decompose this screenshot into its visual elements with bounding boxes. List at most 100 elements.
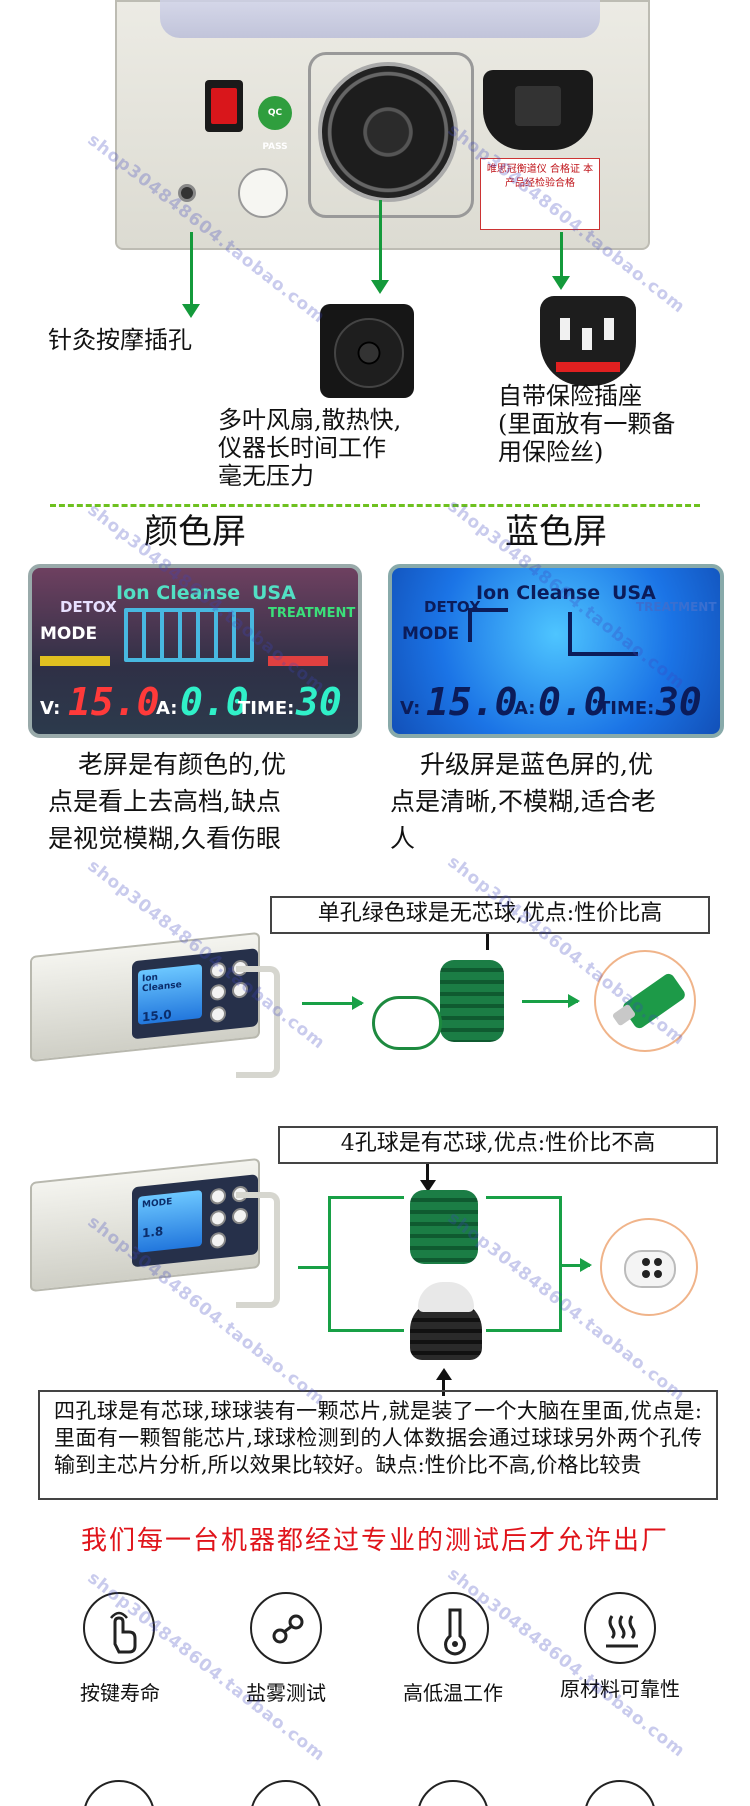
description-line: 人 (390, 824, 416, 853)
pointer-line (442, 1378, 445, 1396)
machine-button (210, 1005, 226, 1024)
lcd-time-label: TIME: (238, 698, 295, 719)
lcd-mode-label: MODE (40, 624, 98, 644)
green-single-hole-array-photo (440, 960, 504, 1042)
lcd-time-value: 30 (656, 680, 702, 724)
fan-caption: 多叶风扇,散热快, 仪器长时间工作 毫无压力 (218, 406, 401, 490)
four-pin-connector-photo (600, 1218, 698, 1316)
arrow-down-icon (420, 1180, 436, 1192)
lcd-bar-icon (40, 656, 110, 666)
machine-handle (236, 1192, 280, 1308)
arrow-down-icon (371, 280, 389, 294)
power-switch-icon (205, 80, 243, 132)
heat-waves-icon (584, 1592, 656, 1664)
lcd-a-value: 0.0 (538, 680, 607, 724)
description-line: 是视觉模糊,久看伤眼 (48, 824, 281, 853)
green-four-hole-array-photo (410, 1190, 478, 1264)
lcd-waveform-icon (568, 612, 638, 656)
ion-detox-machine-photo: Ion Cleanse 15.0 (30, 931, 260, 1063)
lcd-brand: Ion Cleanse (116, 582, 241, 604)
bracket-left (328, 1196, 404, 1332)
blue-screen-description: 升级屏是蓝色屏的,优 点是清晰,不模糊,适合老 人 (390, 746, 735, 857)
fuse-caption-line: 自带保险插座 (498, 382, 642, 410)
connector-line (298, 1266, 328, 1269)
lcd-time-label: TIME: (598, 698, 655, 719)
blue-lcd-screen: DETOX Ion Cleanse USA MODE TREATMENT V: … (388, 564, 724, 738)
lcd-v-label: V: (40, 698, 61, 719)
machine-lcd: Ion Cleanse 15.0 (138, 964, 202, 1025)
machine-lcd-brand: Ion Cleanse (142, 972, 182, 995)
feature-label: 按键寿命 (80, 1681, 160, 1705)
arrow-line-jack (190, 232, 193, 306)
single-pin-connector-photo (594, 950, 696, 1052)
blue-screen-title: 蓝色屏 (505, 512, 607, 552)
next-feature-icon (83, 1780, 155, 1806)
arrow-right-icon (562, 1258, 592, 1272)
feature-label: 盐雾测试 (246, 1681, 326, 1705)
lcd-v-label: V: (400, 698, 421, 719)
lcd-region: USA (252, 582, 296, 604)
inspection-seal-icon (238, 168, 288, 218)
arrow-down-icon (182, 304, 200, 318)
description-line: 升级屏是蓝色屏的,优 (420, 750, 653, 779)
fan-caption-line: 毫无压力 (218, 462, 314, 490)
acupuncture-jack-caption: 针灸按摩插孔 (48, 326, 192, 354)
color-lcd-screen: DETOX Ion Cleanse USA MODE TREATMENT V: … (28, 564, 362, 738)
pointer-line (426, 1164, 429, 1186)
arrow-line-fan (379, 200, 382, 282)
fan-grill-icon (308, 52, 474, 218)
lcd-waveform-icon (124, 608, 254, 662)
arrow-line-fuse (560, 232, 563, 278)
fuse-caption-line: 用保险丝) (498, 438, 604, 466)
fuse-socket-photo (540, 296, 636, 386)
cooling-fan-photo (320, 304, 414, 398)
feature-label: 高低温工作 (403, 1681, 503, 1705)
next-feature-icon (584, 1780, 656, 1806)
lcd-a-value: 0.0 (180, 680, 249, 724)
lcd-detox-label: DETOX (60, 598, 117, 616)
device-top-trim (160, 0, 600, 38)
machine-lcd-values: 15.0 (142, 1007, 172, 1025)
lcd-treatment-label: TREATMENT (636, 600, 717, 614)
next-feature-icon (417, 1780, 489, 1806)
color-screen-title: 颜色屏 (144, 512, 246, 552)
lcd-a-label: A: (514, 698, 536, 719)
lcd-a-label: A: (156, 698, 178, 719)
array-cable-icon (372, 996, 442, 1050)
lcd-brand: Ion Cleanse (476, 582, 601, 604)
four-hole-note: 4孔球是有芯球,优点:性价比不高 (278, 1126, 718, 1164)
fan-caption-line: 多叶风扇,散热快, (218, 406, 402, 434)
arrow-right-icon (522, 994, 580, 1008)
feature-label: 原材料可靠性 (560, 1677, 680, 1701)
lcd-v-value: 15.0 (426, 680, 518, 724)
lcd-region: USA (612, 582, 656, 604)
acupuncture-jack-icon (178, 184, 196, 202)
pointer-line (486, 934, 489, 950)
lcd-detox-label: DETOX (424, 598, 481, 616)
machine-lcd-values: 1.8 (142, 1224, 164, 1241)
description-line: 老屏是有颜色的,优 (78, 750, 286, 779)
description-line: 点是看上去高档,缺点 (48, 787, 281, 816)
lcd-treatment-label: TREATMENT (268, 606, 356, 621)
single-hole-note: 单孔绿色球是无芯球,优点:性价比高 (270, 896, 710, 934)
arrow-up-icon (436, 1368, 452, 1380)
machine-button (210, 1187, 226, 1206)
machine-button (210, 1231, 226, 1250)
quality-banner: 我们每一台机器都经过专业的测试后才允许出厂 (80, 1526, 669, 1556)
power-socket-icon (483, 70, 593, 150)
color-screen-description: 老屏是有颜色的,优 点是看上去高档,缺点 是视觉模糊,久看伤眼 (48, 746, 358, 857)
four-hole-description: 四孔球是有芯球,球球装有一颗芯片,就是装了一个大脑在里面,优点是:里面有一颗智能… (38, 1390, 718, 1500)
salt-spray-icon (250, 1592, 322, 1664)
certificate-label: 唯思冠衡道仪 合格证 本产品经检验合格 (480, 158, 600, 230)
fuse-socket-caption: 自带保险插座 (里面放有一颗备 用保险丝) (498, 382, 675, 466)
next-feature-icon (250, 1780, 322, 1806)
bracket-right (486, 1196, 562, 1332)
machine-button (210, 1209, 226, 1228)
lcd-time-value: 30 (296, 680, 342, 724)
machine-lcd-mode: MODE (142, 1197, 173, 1211)
description-line: 点是清晰,不模糊,适合老 (390, 787, 656, 816)
machine-lcd: MODE 1.8 (138, 1190, 202, 1253)
lcd-bar-icon (268, 656, 328, 666)
arrow-down-icon (552, 276, 570, 290)
machine-button (210, 983, 226, 1002)
